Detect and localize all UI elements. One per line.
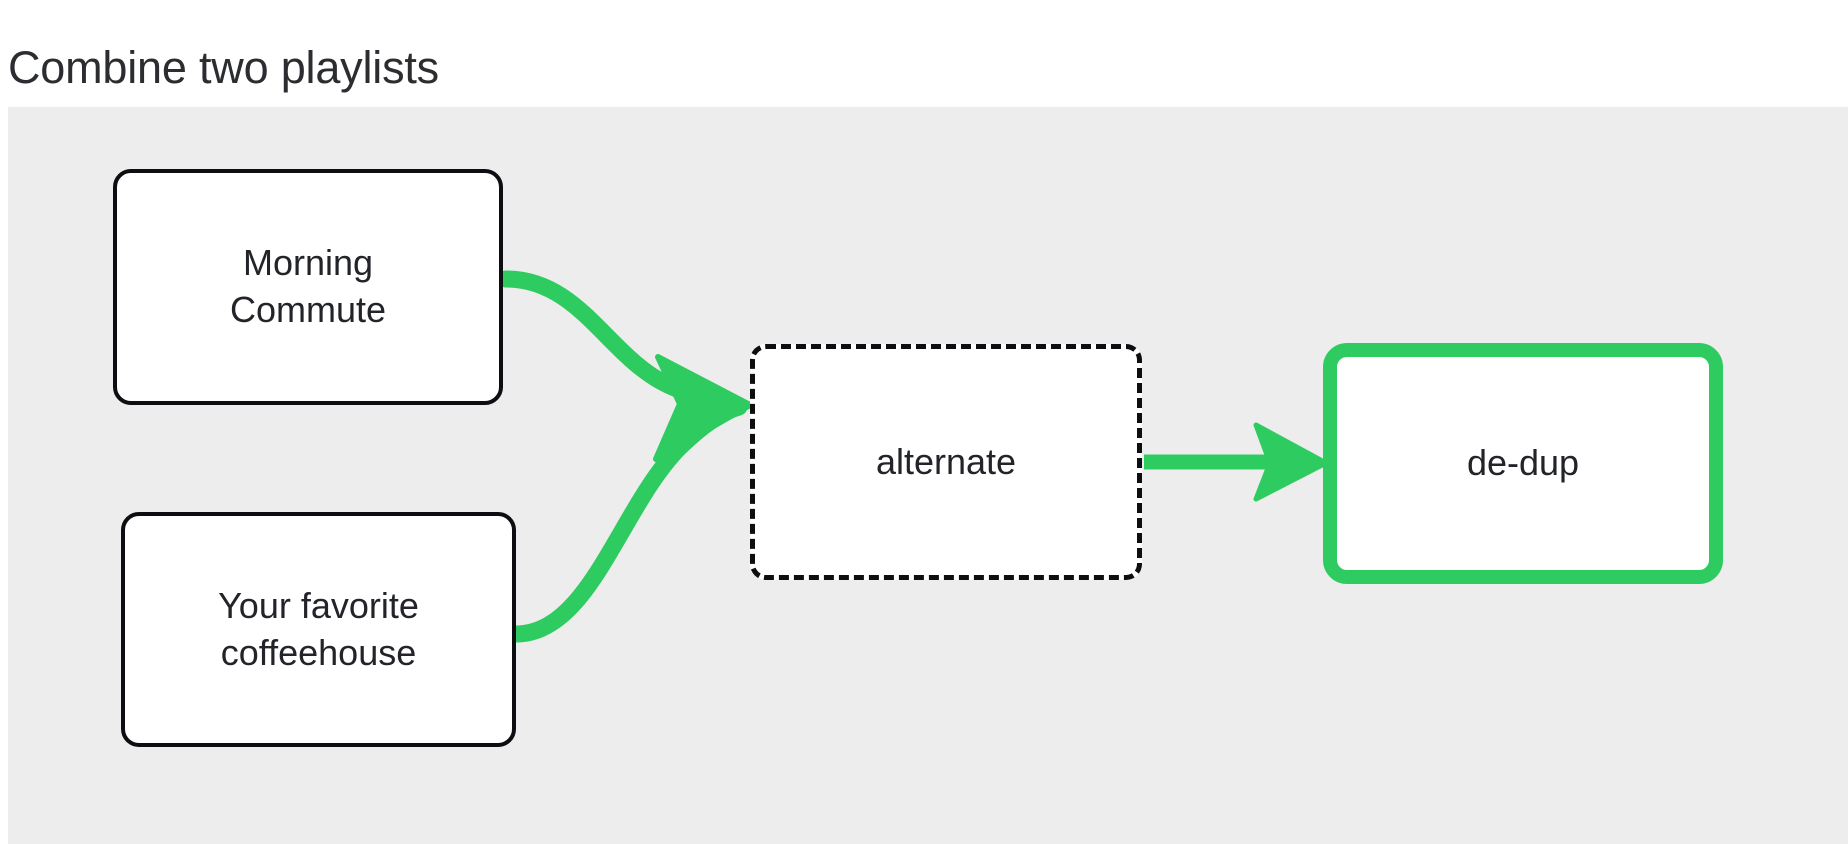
diagram-canvas: Morning Commute Your favorite coffeehous…	[8, 107, 1848, 844]
page-title: Combine two playlists	[8, 42, 439, 94]
node-alternate[interactable]: alternate	[750, 344, 1142, 580]
edge-morning-to-alternate	[497, 270, 747, 414]
title-band: Combine two playlists	[0, 0, 1848, 107]
node-label-dedup: de-dup	[1466, 442, 1580, 484]
node-dedup[interactable]: de-dup	[1323, 343, 1723, 584]
edge-alternate-to-dedup	[1144, 422, 1329, 502]
arrowhead-into-alternate	[653, 354, 753, 462]
node-coffeehouse[interactable]: Your favorite coffeehouse	[121, 512, 516, 747]
node-morning-commute[interactable]: Morning Commute	[113, 169, 503, 405]
node-label-morning-commute: Morning Commute	[229, 242, 387, 330]
node-label-alternate: alternate	[875, 440, 1017, 482]
edge-coffeehouse-to-alternate	[507, 398, 748, 643]
node-label-coffeehouse: Your favorite coffeehouse	[218, 584, 419, 673]
